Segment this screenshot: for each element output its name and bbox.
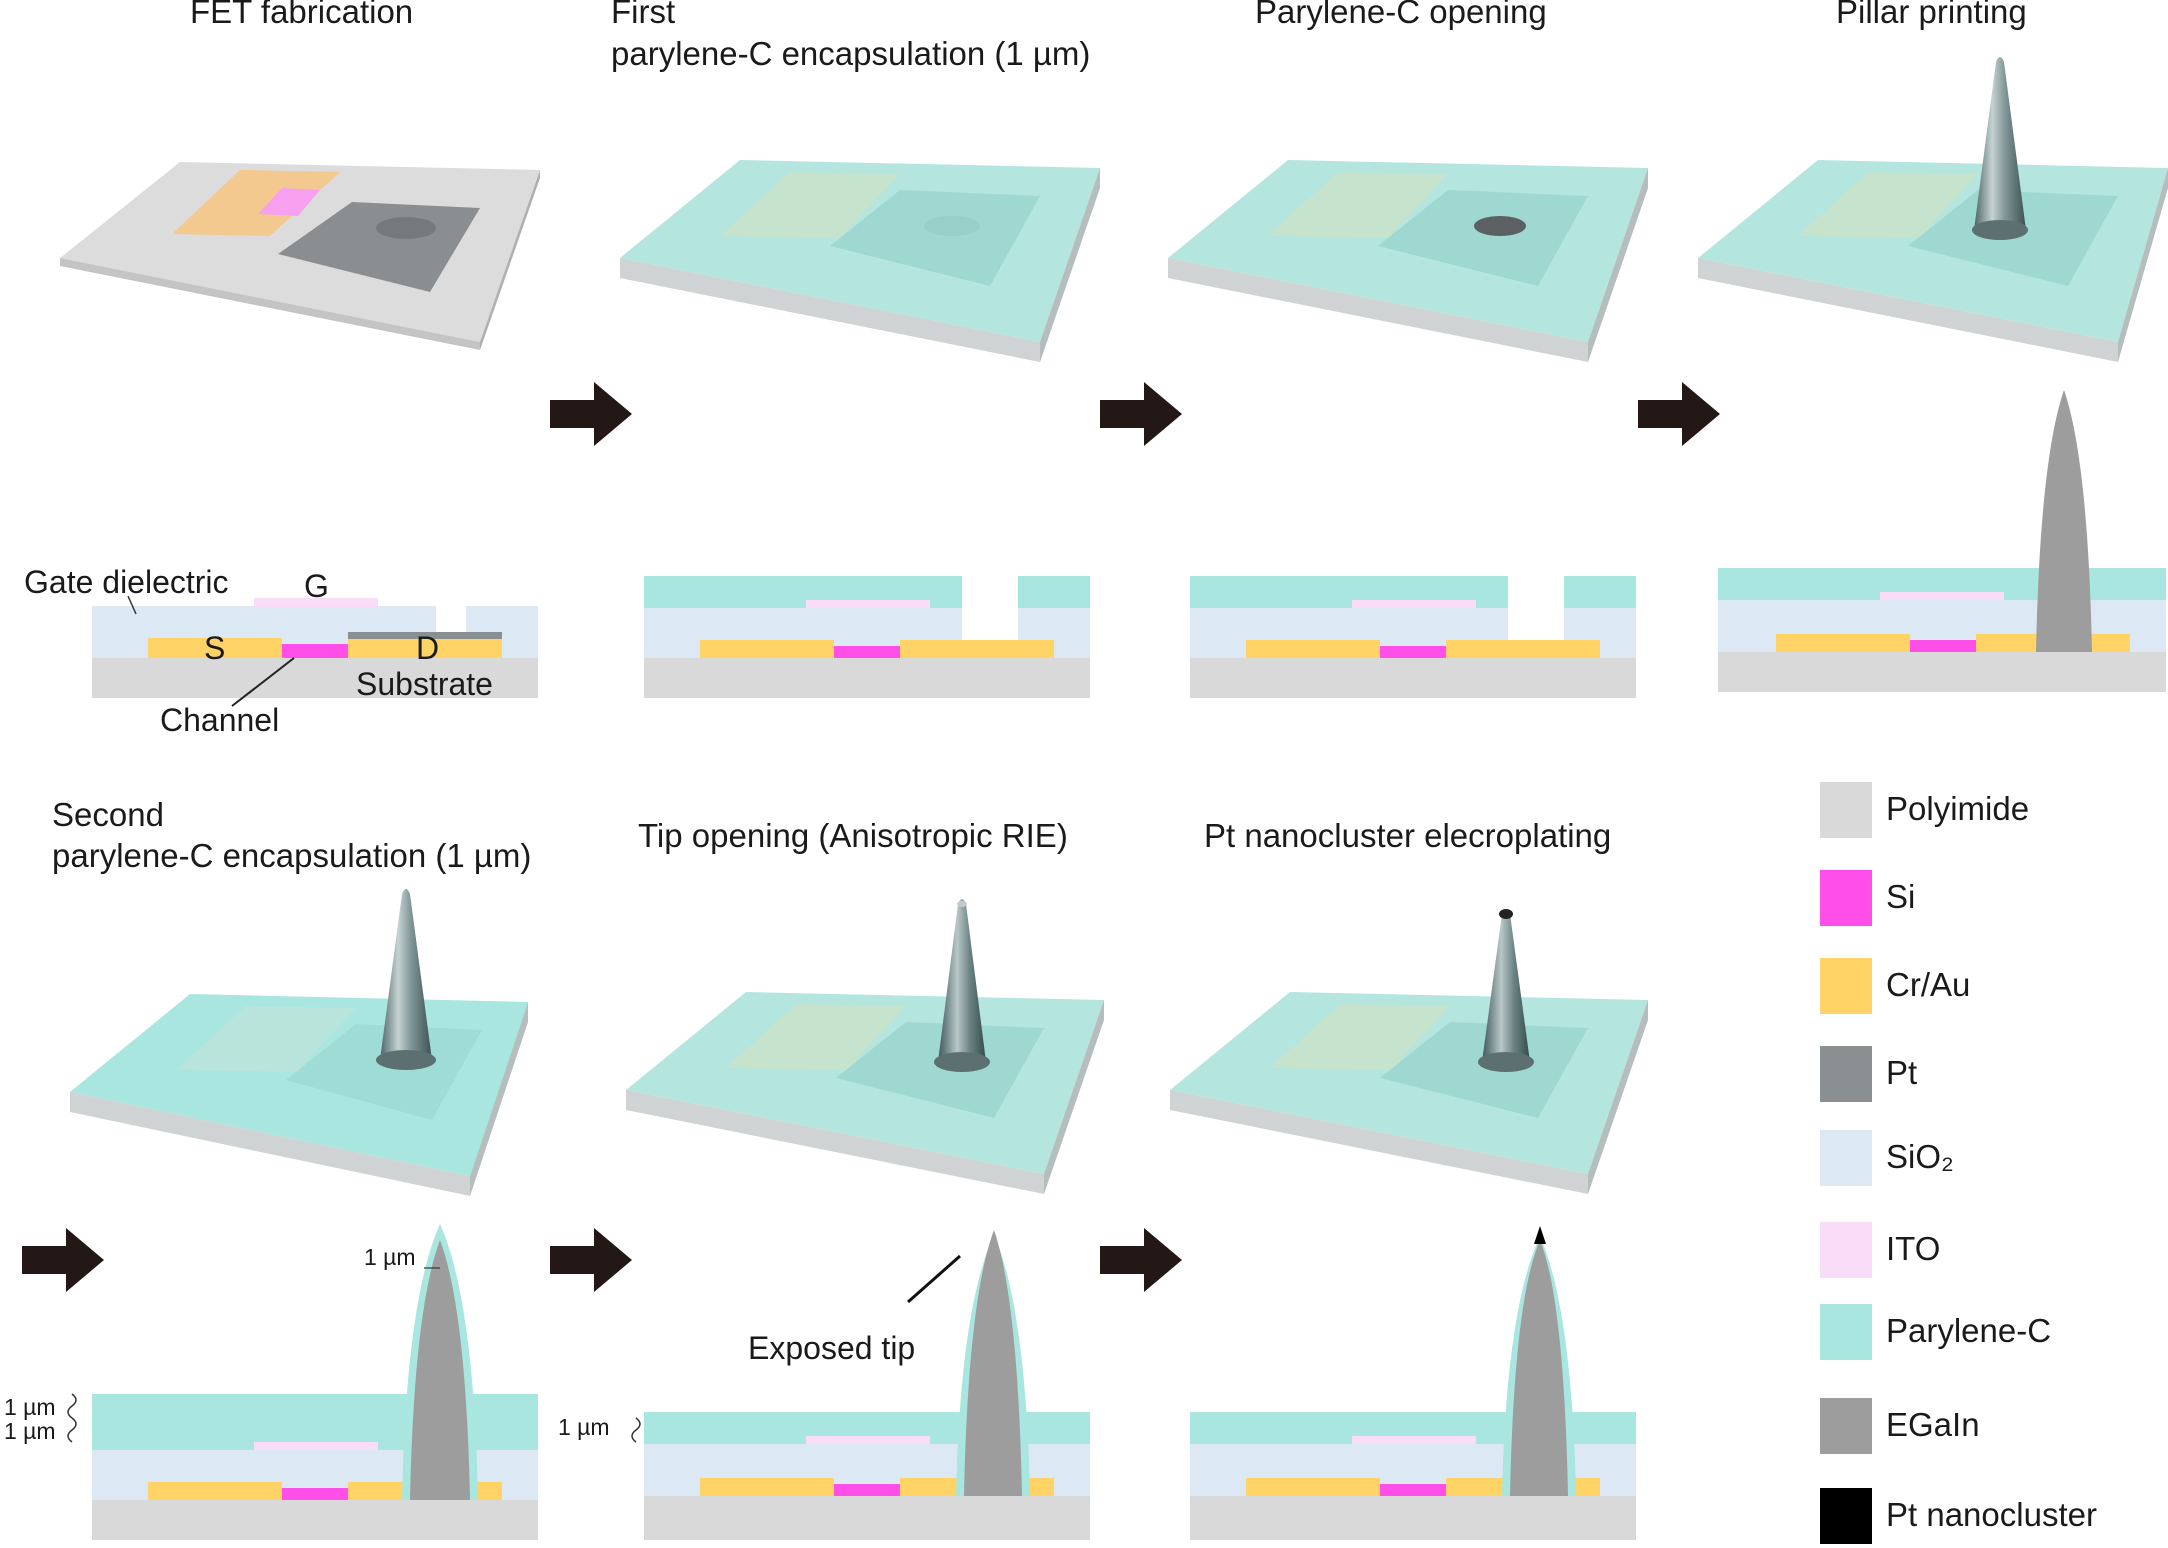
coated-pillar-3d [380,889,432,1067]
legend-label-parylene-c: Parylene-C [1886,1312,2052,1349]
label-channel: Channel [160,702,280,738]
legend-label-cr-au: Cr/Au [1886,966,1971,1003]
step-2-3d-device [620,160,1100,362]
step-7-title: Pt nanocluster elecroplating [1204,817,1612,854]
legend-label-ito: ITO [1886,1230,1941,1267]
arrow-1 [550,382,632,446]
arrow-4 [22,1228,104,1292]
label-thickness-top: 1 µm [4,1394,56,1420]
step-6-title: Tip opening (Anisotropic RIE) [638,817,1068,854]
label-thickness-bottom: 1 µm [4,1418,56,1444]
plated-pillar-3d [1482,909,1530,1069]
pt-nanocluster-tip [1534,1226,1546,1244]
step-3-cross-section [1190,576,1636,698]
label-substrate: Substrate [356,666,493,702]
step-6-cross-section [631,1230,1090,1540]
label-exposed-tip: Exposed tip [748,1330,916,1366]
step-7-3d-device [1170,909,1648,1194]
legend-swatch-ito [1820,1222,1872,1278]
step-5-3d-device [70,889,528,1196]
tip-opened-pillar-3d [938,899,986,1069]
step-3-3d-device [1168,160,1648,362]
legend-label-si: Si [1886,878,1916,915]
step-1-cross-section [92,595,538,707]
legend-label-egain: EGaIn [1886,1406,1980,1443]
label-thickness-tip: 1 µm [364,1244,416,1270]
legend-swatch-polyimide [1820,782,1872,838]
arrow-5 [550,1228,632,1292]
legend-swatch-parylene-c [1820,1304,1872,1360]
egain-pillar-3d [1974,57,2026,237]
step-5-cross-section [67,1224,538,1540]
step-5-title-line1: Second [52,796,164,833]
step-4-title: Pillar printing [1836,0,2027,30]
cr-au-source-3d [172,170,340,236]
legend-label-pt-nanocluster: Pt nanocluster [1886,1496,2097,1533]
step-1-3d-device [60,162,540,350]
step-6-3d-device [626,899,1104,1194]
step-5-title-line2: parylene-C encapsulation (1 µm) [52,837,532,874]
legend-swatch-egain [1820,1398,1872,1454]
legend-swatch-si [1820,870,1872,926]
label-drain: D [416,630,440,666]
parylene-opening-hole [1474,216,1526,236]
arrow-6 [1100,1228,1182,1292]
step-4-cross-section [1718,390,2166,692]
legend-label-pt: Pt [1886,1054,1918,1091]
label-thickness-single: 1 µm [558,1414,610,1440]
egain-pillar-section [2036,390,2092,652]
label-source: S [204,630,226,666]
legend-label-polyimide: Polyimide [1886,790,2030,827]
step-1-title: FET fabrication [190,0,414,30]
arrow-2 [1100,382,1182,446]
step-7-cross-section [1190,1226,1636,1540]
step-2-cross-section [644,576,1090,698]
legend-swatch-pt-nanocluster [1820,1488,1872,1544]
step-4-3d-device [1698,57,2168,362]
label-gate: G [304,568,329,604]
legend-swatch-cr-au [1820,958,1872,1014]
arrow-3 [1638,382,1720,446]
step-2-title-line1: First [611,0,676,30]
legend-swatch-pt [1820,1046,1872,1102]
step-3-title: Parylene-C opening [1255,0,1547,30]
step-2-title-line2: parylene-C encapsulation (1 µm) [611,35,1091,72]
legend-swatch-sio2 [1820,1130,1872,1186]
label-gate-dielectric: Gate dielectric [24,564,229,600]
legend-label-sio2: SiO₂ [1886,1138,1954,1175]
